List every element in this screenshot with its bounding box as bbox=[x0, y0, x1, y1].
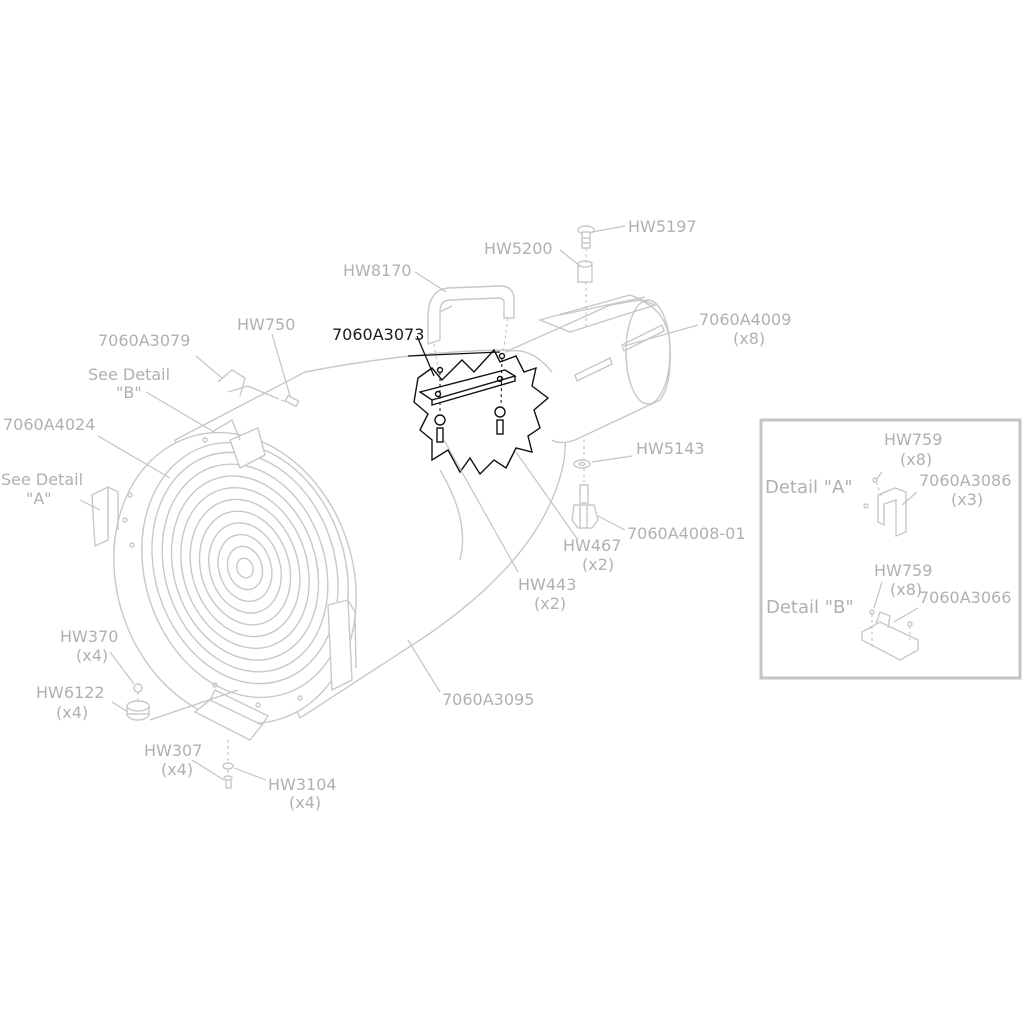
detail-b-part: 7060A3066 bbox=[919, 588, 1011, 607]
label-see-detail-a-letter: "A" bbox=[26, 489, 52, 508]
label-HW5197: HW5197 bbox=[628, 217, 697, 236]
detail-a-part: 7060A3086 bbox=[919, 471, 1011, 490]
label-HW5143: HW5143 bbox=[636, 439, 705, 458]
detail-a-hw759-qty: (x8) bbox=[900, 450, 932, 469]
detail-a-title: Detail "A" bbox=[765, 477, 853, 498]
label-HW6122-qty: (x4) bbox=[56, 703, 88, 722]
label-HW370-qty: (x4) bbox=[76, 646, 108, 665]
foot-HW6122 bbox=[126, 700, 150, 721]
label-7060A4009: 7060A4009 bbox=[699, 310, 791, 329]
pin-HW750 bbox=[284, 394, 300, 408]
label-HW307-qty: (x4) bbox=[161, 760, 193, 779]
label-7060A4009-qty: (x8) bbox=[733, 329, 765, 348]
label-HW467: HW467 bbox=[563, 536, 621, 555]
label-HW8170: HW8170 bbox=[343, 261, 412, 280]
label-HW750: HW750 bbox=[237, 315, 295, 334]
label-HW3104-qty: (x4) bbox=[289, 793, 321, 812]
detail-b-title: Detail "B" bbox=[766, 597, 854, 618]
label-7060A4008-01: 7060A4008-01 bbox=[627, 524, 746, 543]
label-see-detail-b-letter: "B" bbox=[116, 383, 142, 402]
detail-a-part-qty: (x3) bbox=[951, 490, 983, 509]
label-HW5200: HW5200 bbox=[484, 239, 553, 258]
detail-b-hw759-qty: (x8) bbox=[890, 580, 922, 599]
label-7060A3079: 7060A3079 bbox=[98, 331, 190, 350]
label-HW370: HW370 bbox=[60, 627, 118, 646]
label-7060A3073: 7060A3073 bbox=[332, 325, 424, 344]
detail-panel-frame bbox=[759, 418, 1022, 680]
label-HW6122: HW6122 bbox=[36, 683, 105, 702]
side-bracket-right bbox=[327, 599, 357, 692]
top-clip-bracket bbox=[211, 418, 266, 469]
washer-HW5143 bbox=[573, 459, 591, 469]
label-7060A3095: 7060A3095 bbox=[442, 690, 534, 709]
label-7060A4024: 7060A4024 bbox=[3, 415, 95, 434]
bracket-plate-7060A3073 bbox=[413, 348, 550, 476]
front-lens-7060A4024 bbox=[113, 431, 357, 725]
knob-7060A4008-01 bbox=[571, 484, 599, 529]
handle-HW8170 bbox=[427, 285, 515, 345]
screw-HW5197 bbox=[577, 225, 595, 249]
washer-HW3104 bbox=[222, 762, 234, 770]
screw-HW307 bbox=[223, 775, 233, 789]
clip-7060A3079 bbox=[217, 369, 277, 399]
detail-a-bracket-drawing bbox=[863, 471, 918, 538]
label-see-detail-a: See Detail bbox=[1, 470, 83, 489]
label-HW443-qty: (x2) bbox=[534, 594, 566, 613]
detail-b-bracket-drawing bbox=[861, 581, 919, 661]
label-HW443: HW443 bbox=[518, 575, 576, 594]
label-see-detail-b: See Detail bbox=[88, 365, 170, 384]
label-HW307: HW307 bbox=[144, 741, 202, 760]
spacer-HW5200 bbox=[577, 260, 593, 283]
leader-lines bbox=[79, 225, 699, 781]
bottom-bracket bbox=[193, 689, 270, 741]
nut-HW370 bbox=[133, 683, 143, 693]
label-HW467-qty: (x2) bbox=[582, 555, 614, 574]
detail-b-hw759: HW759 bbox=[874, 561, 932, 580]
label-HW3104: HW3104 bbox=[268, 775, 337, 794]
detail-a-hw759: HW759 bbox=[884, 430, 942, 449]
side-bracket-left bbox=[91, 485, 119, 548]
callout-labels: HW5197 HW5200 HW8170 7060A4009 (x8) 7060… bbox=[1, 217, 791, 812]
detail-panel: Detail "A" HW759 (x8) 7060A3086 (x3) Det… bbox=[759, 418, 1022, 680]
